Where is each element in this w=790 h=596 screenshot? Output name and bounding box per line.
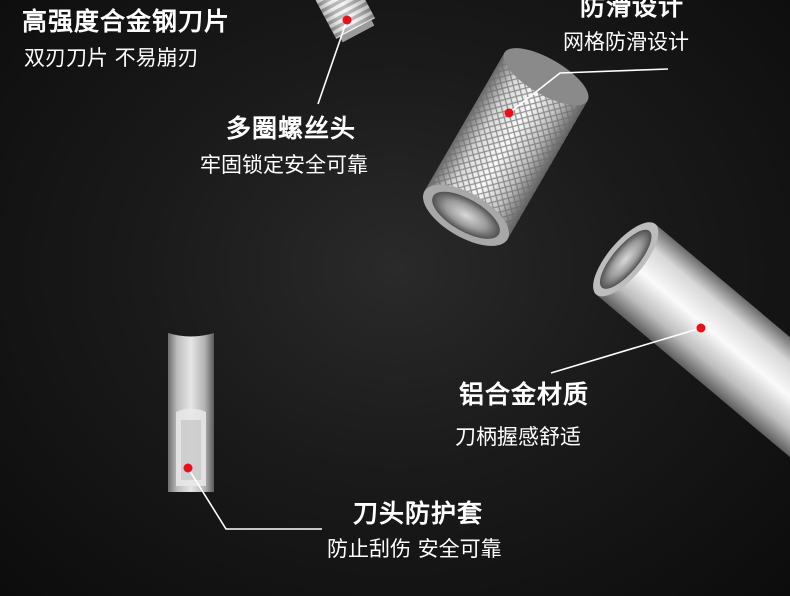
leader-line-handle [550, 327, 702, 374]
blade-feature-title: 高强度合金钢刀片 [22, 7, 231, 36]
marker-dot-handle [696, 323, 706, 333]
leader-line-cap [187, 467, 322, 530]
aluminium-handle-tube [593, 222, 790, 501]
marker-dot-cap [183, 463, 193, 473]
leader-line-thread [317, 19, 348, 105]
thread-feature-subtitle: 牢固锁定安全可靠 [200, 153, 368, 177]
marker-dot-thread [342, 15, 352, 25]
grip-feature-title: 防滑设计 [580, 0, 685, 21]
grip-feature-subtitle: 网格防滑设计 [563, 30, 689, 54]
blade-feature-subtitle: 双刃刀片 不易崩刃 [24, 46, 199, 70]
thread-feature-title: 多圈螺丝头 [226, 114, 357, 143]
knurled-grip-sleeve [423, 48, 589, 246]
marker-dot-grip [504, 108, 514, 118]
leader-line-grip [508, 68, 669, 114]
cap-feature-subtitle: 防止刮伤 安全可靠 [327, 537, 502, 561]
handle-feature-subtitle: 刀柄握感舒适 [455, 425, 581, 449]
cap-feature-title: 刀头防护套 [353, 499, 484, 528]
thread-screw-head [302, 0, 376, 43]
handle-feature-title: 铝合金材质 [459, 380, 590, 409]
